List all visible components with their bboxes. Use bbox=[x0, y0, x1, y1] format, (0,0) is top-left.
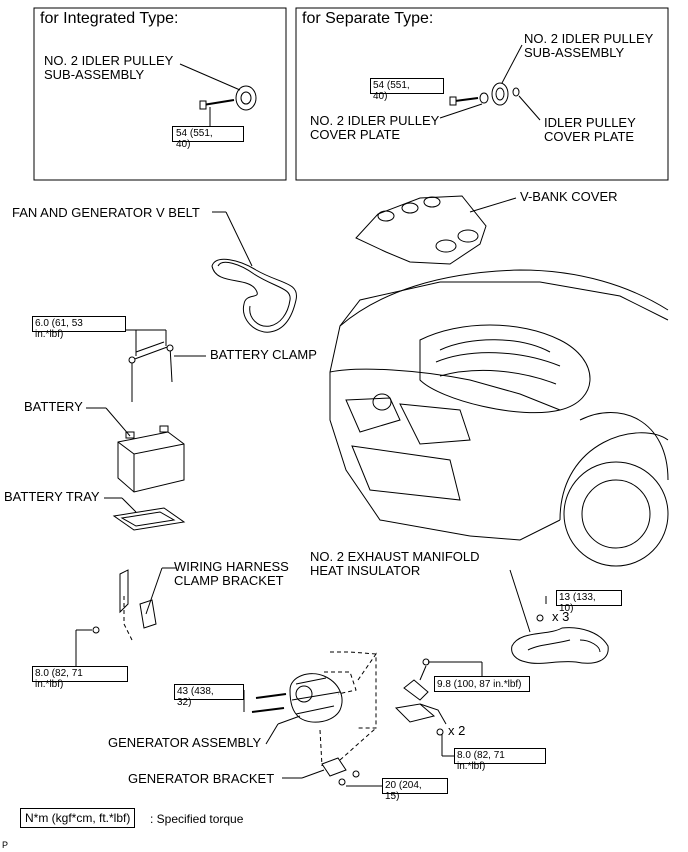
inset-integrated-frame bbox=[33, 7, 287, 181]
torque-clamp: 6.0 (61, 53 in.*lbf) bbox=[35, 318, 83, 340]
torque-insulator: 13 (133, 10) bbox=[559, 592, 596, 614]
torque-terminal-nut: 9.8 (100, 87 in.*lbf) bbox=[437, 679, 522, 690]
torque-box-wiring bbox=[32, 666, 128, 682]
legend-description: : Specified torque bbox=[150, 812, 244, 826]
separate-torque: 54 (551, 40) bbox=[373, 80, 410, 102]
torque-box-terminal-nut bbox=[434, 676, 530, 692]
label-battery: BATTERY bbox=[24, 399, 83, 414]
separate-torque-box bbox=[370, 78, 444, 94]
generator-bracket-drawing bbox=[282, 757, 382, 787]
torque-bracket: 20 (204, 15) bbox=[385, 780, 422, 802]
label-v-bank-cover: V-BANK COVER bbox=[520, 189, 618, 204]
battery-clamp-drawing bbox=[126, 329, 206, 402]
separate-pulley-label: NO. 2 IDLER PULLEY SUB-ASSEMBLY bbox=[524, 31, 654, 60]
torque-box-clamp bbox=[32, 316, 126, 332]
vehicle-front-drawing bbox=[329, 269, 669, 567]
legend-key-box: N*m (kgf*cm, ft.*lbf) bbox=[20, 808, 136, 828]
inset-integrated-title: for Integrated Type: bbox=[40, 10, 179, 27]
separate-cover-plate: IDLER PULLEY COVER PLATE bbox=[544, 115, 636, 144]
label-battery-clamp: BATTERY CLAMP bbox=[210, 347, 317, 362]
torque-box-gen-bolt bbox=[174, 684, 244, 700]
integrated-torque-box bbox=[172, 126, 244, 142]
label-fan-belt: FAN AND GENERATOR V BELT bbox=[12, 205, 200, 220]
integrated-torque: 54 (551, 40) bbox=[176, 128, 213, 150]
label-battery-tray: BATTERY TRAY bbox=[4, 489, 100, 504]
label-wiring-bracket: WIRING HARNESS CLAMP BRACKET bbox=[174, 559, 289, 588]
corner-mark: P bbox=[2, 840, 9, 850]
inset-separate-frame bbox=[295, 7, 669, 181]
wiring-bracket-drawing bbox=[75, 567, 176, 668]
fan-belt-drawing bbox=[211, 211, 297, 333]
battery-drawing bbox=[86, 407, 185, 493]
torque-box-bracket bbox=[382, 778, 448, 794]
exhaust-insulator-drawing bbox=[509, 569, 609, 664]
multiplier-insulator: x 3 bbox=[552, 609, 570, 624]
integrated-pulley-label: NO. 2 IDLER PULLEY SUB-ASSEMBLY bbox=[44, 53, 174, 82]
torque-gen-bolt: 43 (438, 32) bbox=[177, 686, 214, 708]
label-generator-assembly: GENERATOR ASSEMBLY bbox=[108, 735, 262, 750]
inset-separate-title: for Separate Type: bbox=[302, 10, 434, 27]
torque-wiring: 8.0 (82, 71 in.*lbf) bbox=[35, 668, 83, 690]
torque-box-insulator bbox=[556, 590, 622, 606]
generator-drawing bbox=[243, 651, 377, 767]
battery-tray-drawing bbox=[104, 497, 186, 531]
label-generator-bracket: GENERATOR BRACKET bbox=[128, 771, 275, 786]
integrated-idler-pulley bbox=[179, 63, 257, 126]
multiplier-gen-lower: x 2 bbox=[448, 723, 466, 738]
torque-gen-lower: 8.0 (82, 71 in.*lbf) bbox=[457, 750, 505, 772]
label-exhaust-insulator: NO. 2 EXHAUST MANIFOLD HEAT INSULATOR bbox=[310, 549, 480, 578]
v-bank-cover-drawing bbox=[355, 195, 517, 265]
separate-cover-plate-no2: NO. 2 IDLER PULLEY COVER PLATE bbox=[310, 113, 440, 142]
generator-wiring-drawing bbox=[394, 658, 483, 757]
separate-idler-pulley bbox=[439, 44, 541, 121]
torque-box-gen-lower bbox=[454, 748, 546, 764]
